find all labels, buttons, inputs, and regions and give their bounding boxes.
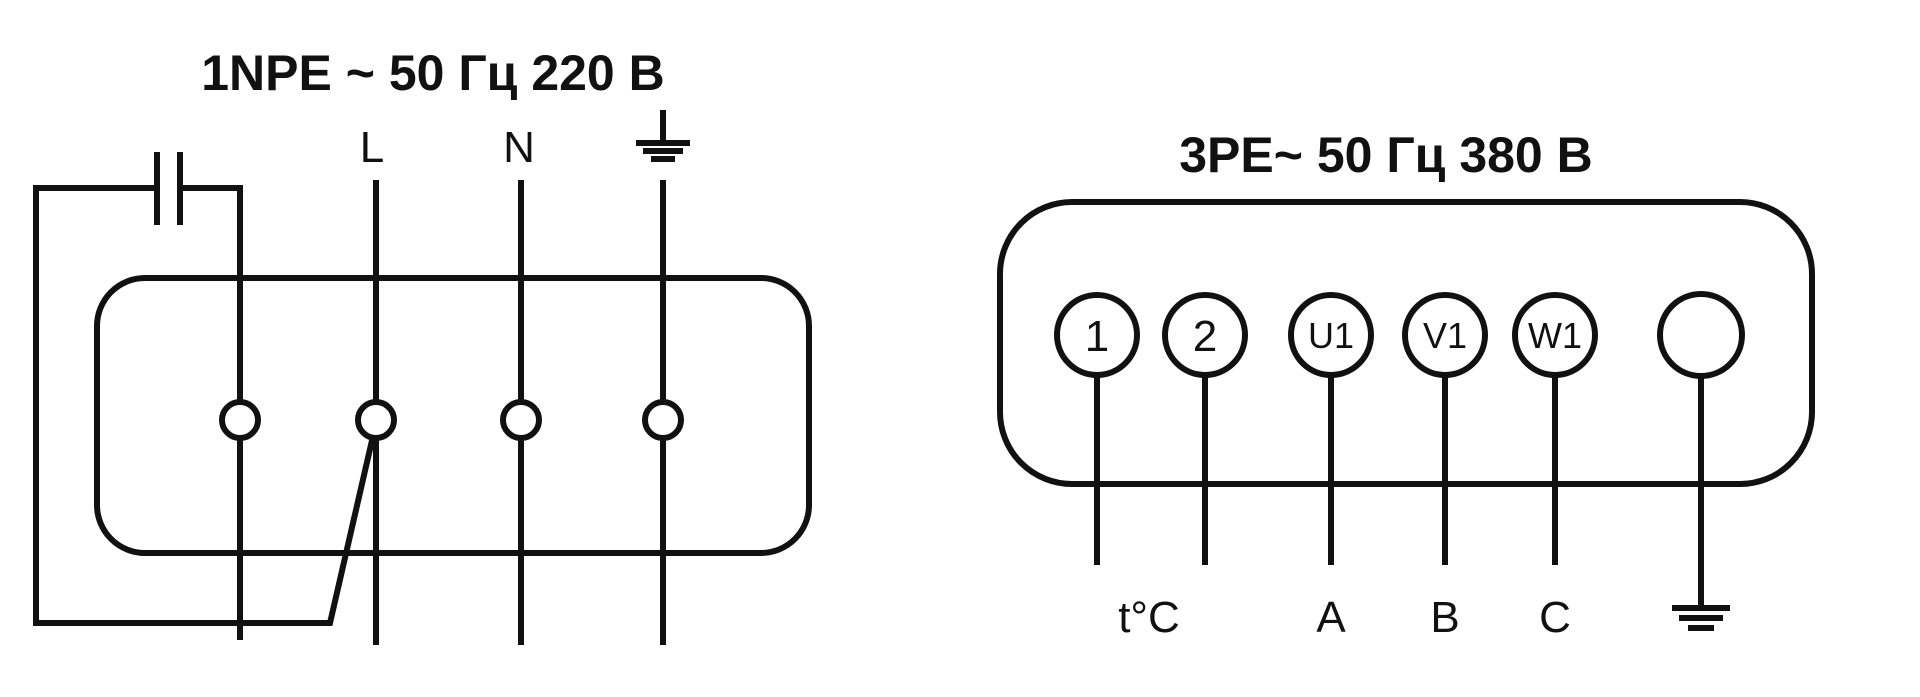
capacitor-branch bbox=[33, 152, 379, 640]
terminal-n bbox=[500, 399, 542, 441]
terminal-v1 bbox=[1402, 292, 1488, 378]
single-phase-title: 1NPE ~ 50 Гц 220 В bbox=[201, 45, 665, 101]
terminal-label: W1 bbox=[1528, 315, 1582, 356]
terminal-capacitor bbox=[219, 399, 261, 441]
bottom-label-c: C bbox=[1539, 593, 1571, 642]
terminal-box bbox=[94, 275, 812, 556]
terminal-label: 2 bbox=[1193, 312, 1217, 361]
three-phase-diagram: 3PE~ 50 Гц 380 В 1 2 U1 V1 W1 t°C A B C bbox=[997, 127, 1815, 642]
terminal-pe bbox=[1657, 291, 1745, 379]
terminal-box bbox=[997, 199, 1815, 487]
terminal-label: U1 bbox=[1308, 315, 1354, 356]
terminal-label: V1 bbox=[1423, 315, 1467, 356]
ground-icon bbox=[636, 110, 690, 162]
three-phase-title: 3PE~ 50 Гц 380 В bbox=[1179, 127, 1593, 183]
bottom-label-a: A bbox=[1316, 593, 1346, 642]
line-label-l: L bbox=[360, 123, 384, 172]
terminal-l bbox=[355, 399, 397, 441]
terminal-w1 bbox=[1512, 292, 1598, 378]
bottom-label-b: B bbox=[1430, 593, 1459, 642]
terminal-pe bbox=[642, 399, 684, 441]
terminal-1 bbox=[1054, 292, 1140, 378]
bottom-label-temperature: t°C bbox=[1118, 593, 1180, 642]
single-phase-diagram: 1NPE ~ 50 Гц 220 В L N bbox=[33, 45, 812, 645]
terminal-u1 bbox=[1288, 292, 1374, 378]
line-label-n: N bbox=[503, 123, 535, 172]
ground-icon bbox=[1672, 605, 1730, 631]
terminal-2 bbox=[1162, 292, 1248, 378]
terminal-label: 1 bbox=[1085, 312, 1109, 361]
